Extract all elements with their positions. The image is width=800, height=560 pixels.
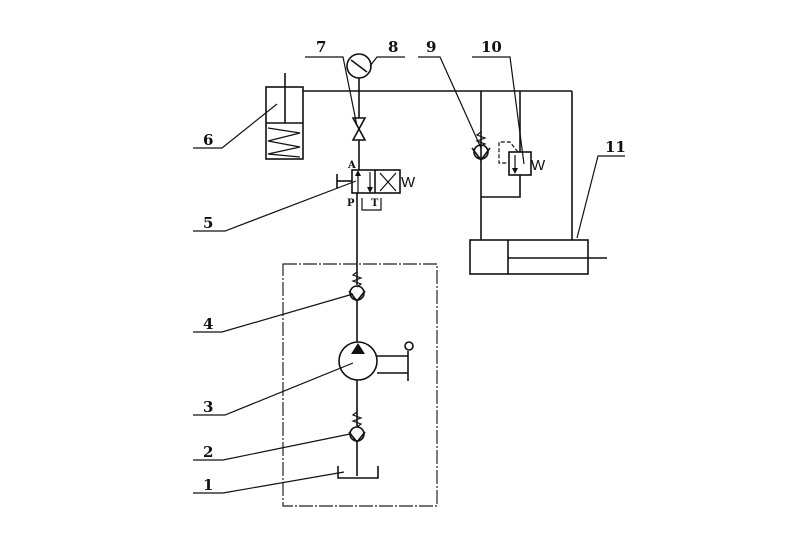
tank [337,466,379,479]
port-a-label: A [347,160,356,171]
label-2: 2 [203,443,213,461]
spring-w-label: W [531,157,546,174]
label-8: 8 [388,38,398,56]
label-4: 4 [203,315,213,333]
label-11: 11 [605,138,626,156]
hydraulic-cylinder [469,239,607,275]
label-9: 9 [426,38,436,56]
accumulator [265,73,304,160]
label-7: 7 [316,38,326,56]
suction-check-valve [348,411,366,444]
port-p-label: P [347,198,355,209]
port-t-label: T [371,198,379,209]
label-3: 3 [203,398,213,416]
label-1: 1 [203,476,213,494]
throttle-valve [351,117,367,141]
outlet-check-valve [348,271,366,303]
leader-lines [193,56,625,494]
label-10: 10 [481,38,502,56]
label-6: 6 [203,131,213,149]
label-5: 5 [203,214,213,232]
hand-pump [338,341,414,381]
relief-valve: W [498,141,546,176]
spring-w-label: W [401,174,416,191]
pipes [303,78,573,476]
check-valve [471,131,491,162]
directional-valve: A P T W [336,160,416,211]
pressure-gauge [346,53,372,79]
pump-unit-boundary [282,263,438,507]
